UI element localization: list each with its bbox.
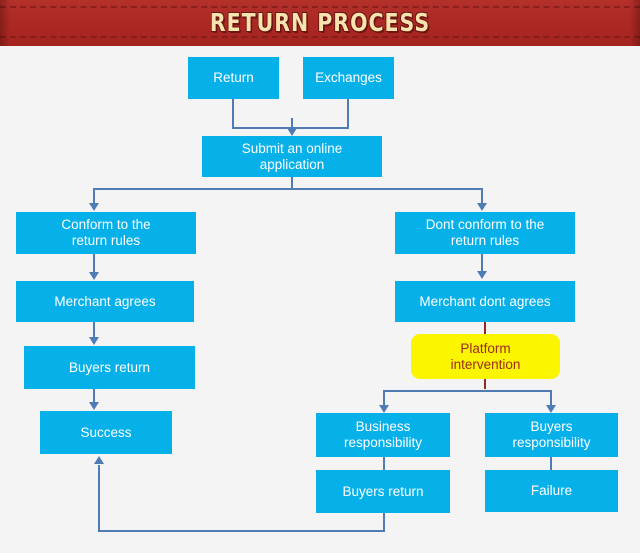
arrow-to-dont-conform — [477, 203, 487, 211]
node-buyers-return-left[interactable]: Buyers return — [24, 346, 195, 389]
edge-merchant-to-buyers — [93, 322, 95, 338]
edge-merge-stub — [291, 118, 293, 130]
arrow-to-business-responsibility — [379, 405, 389, 413]
node-platform-intervention[interactable]: Platform intervention — [411, 334, 560, 379]
node-merchant-dont-agrees[interactable]: Merchant dont agrees — [395, 281, 575, 322]
edge-feedback-horizontal — [98, 530, 385, 532]
edge-split-right-down — [481, 188, 483, 204]
page-title: RETURN PROCESS — [209, 8, 431, 37]
edge-exchanges-down — [347, 99, 349, 129]
edge-buyers-to-success — [93, 389, 95, 403]
banner-shadow-left — [0, 0, 10, 46]
node-exchanges[interactable]: Exchanges — [303, 57, 394, 99]
arrow-to-buyers-responsibility — [546, 405, 556, 413]
edge-conform-to-merchant — [93, 254, 95, 273]
node-submit-online-application[interactable]: Submit an online application — [202, 136, 382, 177]
edge-platform-split-left — [383, 390, 385, 406]
edge-platform-split-bar — [383, 390, 552, 392]
edge-submit-down — [291, 177, 293, 190]
node-success[interactable]: Success — [40, 411, 172, 454]
edge-dontconform-to-merchant — [481, 254, 483, 272]
node-failure[interactable]: Failure — [485, 470, 618, 512]
node-return[interactable]: Return — [188, 57, 279, 99]
arrow-to-submit — [287, 128, 297, 136]
edge-split-bar — [93, 188, 483, 190]
edge-return-down — [232, 99, 234, 129]
edge-merchant-to-platform — [484, 322, 486, 336]
arrow-to-buyers-return-left — [89, 337, 99, 345]
arrow-to-merchant-agrees — [89, 272, 99, 280]
arrow-feedback-to-success — [94, 456, 104, 464]
arrow-to-merchant-dont-agrees — [477, 271, 487, 279]
header-banner: RETURN PROCESS — [0, 0, 640, 46]
arrow-to-success — [89, 402, 99, 410]
node-business-responsibility[interactable]: Business responsibility — [316, 413, 450, 457]
edge-feedback-down — [383, 513, 385, 532]
arrow-to-conform — [89, 203, 99, 211]
edge-platform-down — [484, 379, 486, 389]
banner-stitch-top — [0, 6, 640, 8]
edge-business-to-buyers-return — [383, 457, 385, 471]
banner-shadow-right — [630, 0, 640, 46]
node-conform-to-return-rules[interactable]: Conform to the return rules — [16, 212, 196, 254]
node-dont-conform-to-return-rules[interactable]: Dont conform to the return rules — [395, 212, 575, 254]
node-buyers-responsibility[interactable]: Buyers responsibility — [485, 413, 618, 457]
edge-buyers-resp-to-failure — [550, 457, 552, 471]
edge-split-left-down — [93, 188, 95, 204]
node-merchant-agrees[interactable]: Merchant agrees — [16, 281, 194, 322]
edge-feedback-up — [98, 465, 100, 531]
edge-platform-split-right — [550, 390, 552, 406]
node-buyers-return-bottom[interactable]: Buyers return — [316, 470, 450, 513]
banner-stitch-bottom — [0, 36, 640, 38]
